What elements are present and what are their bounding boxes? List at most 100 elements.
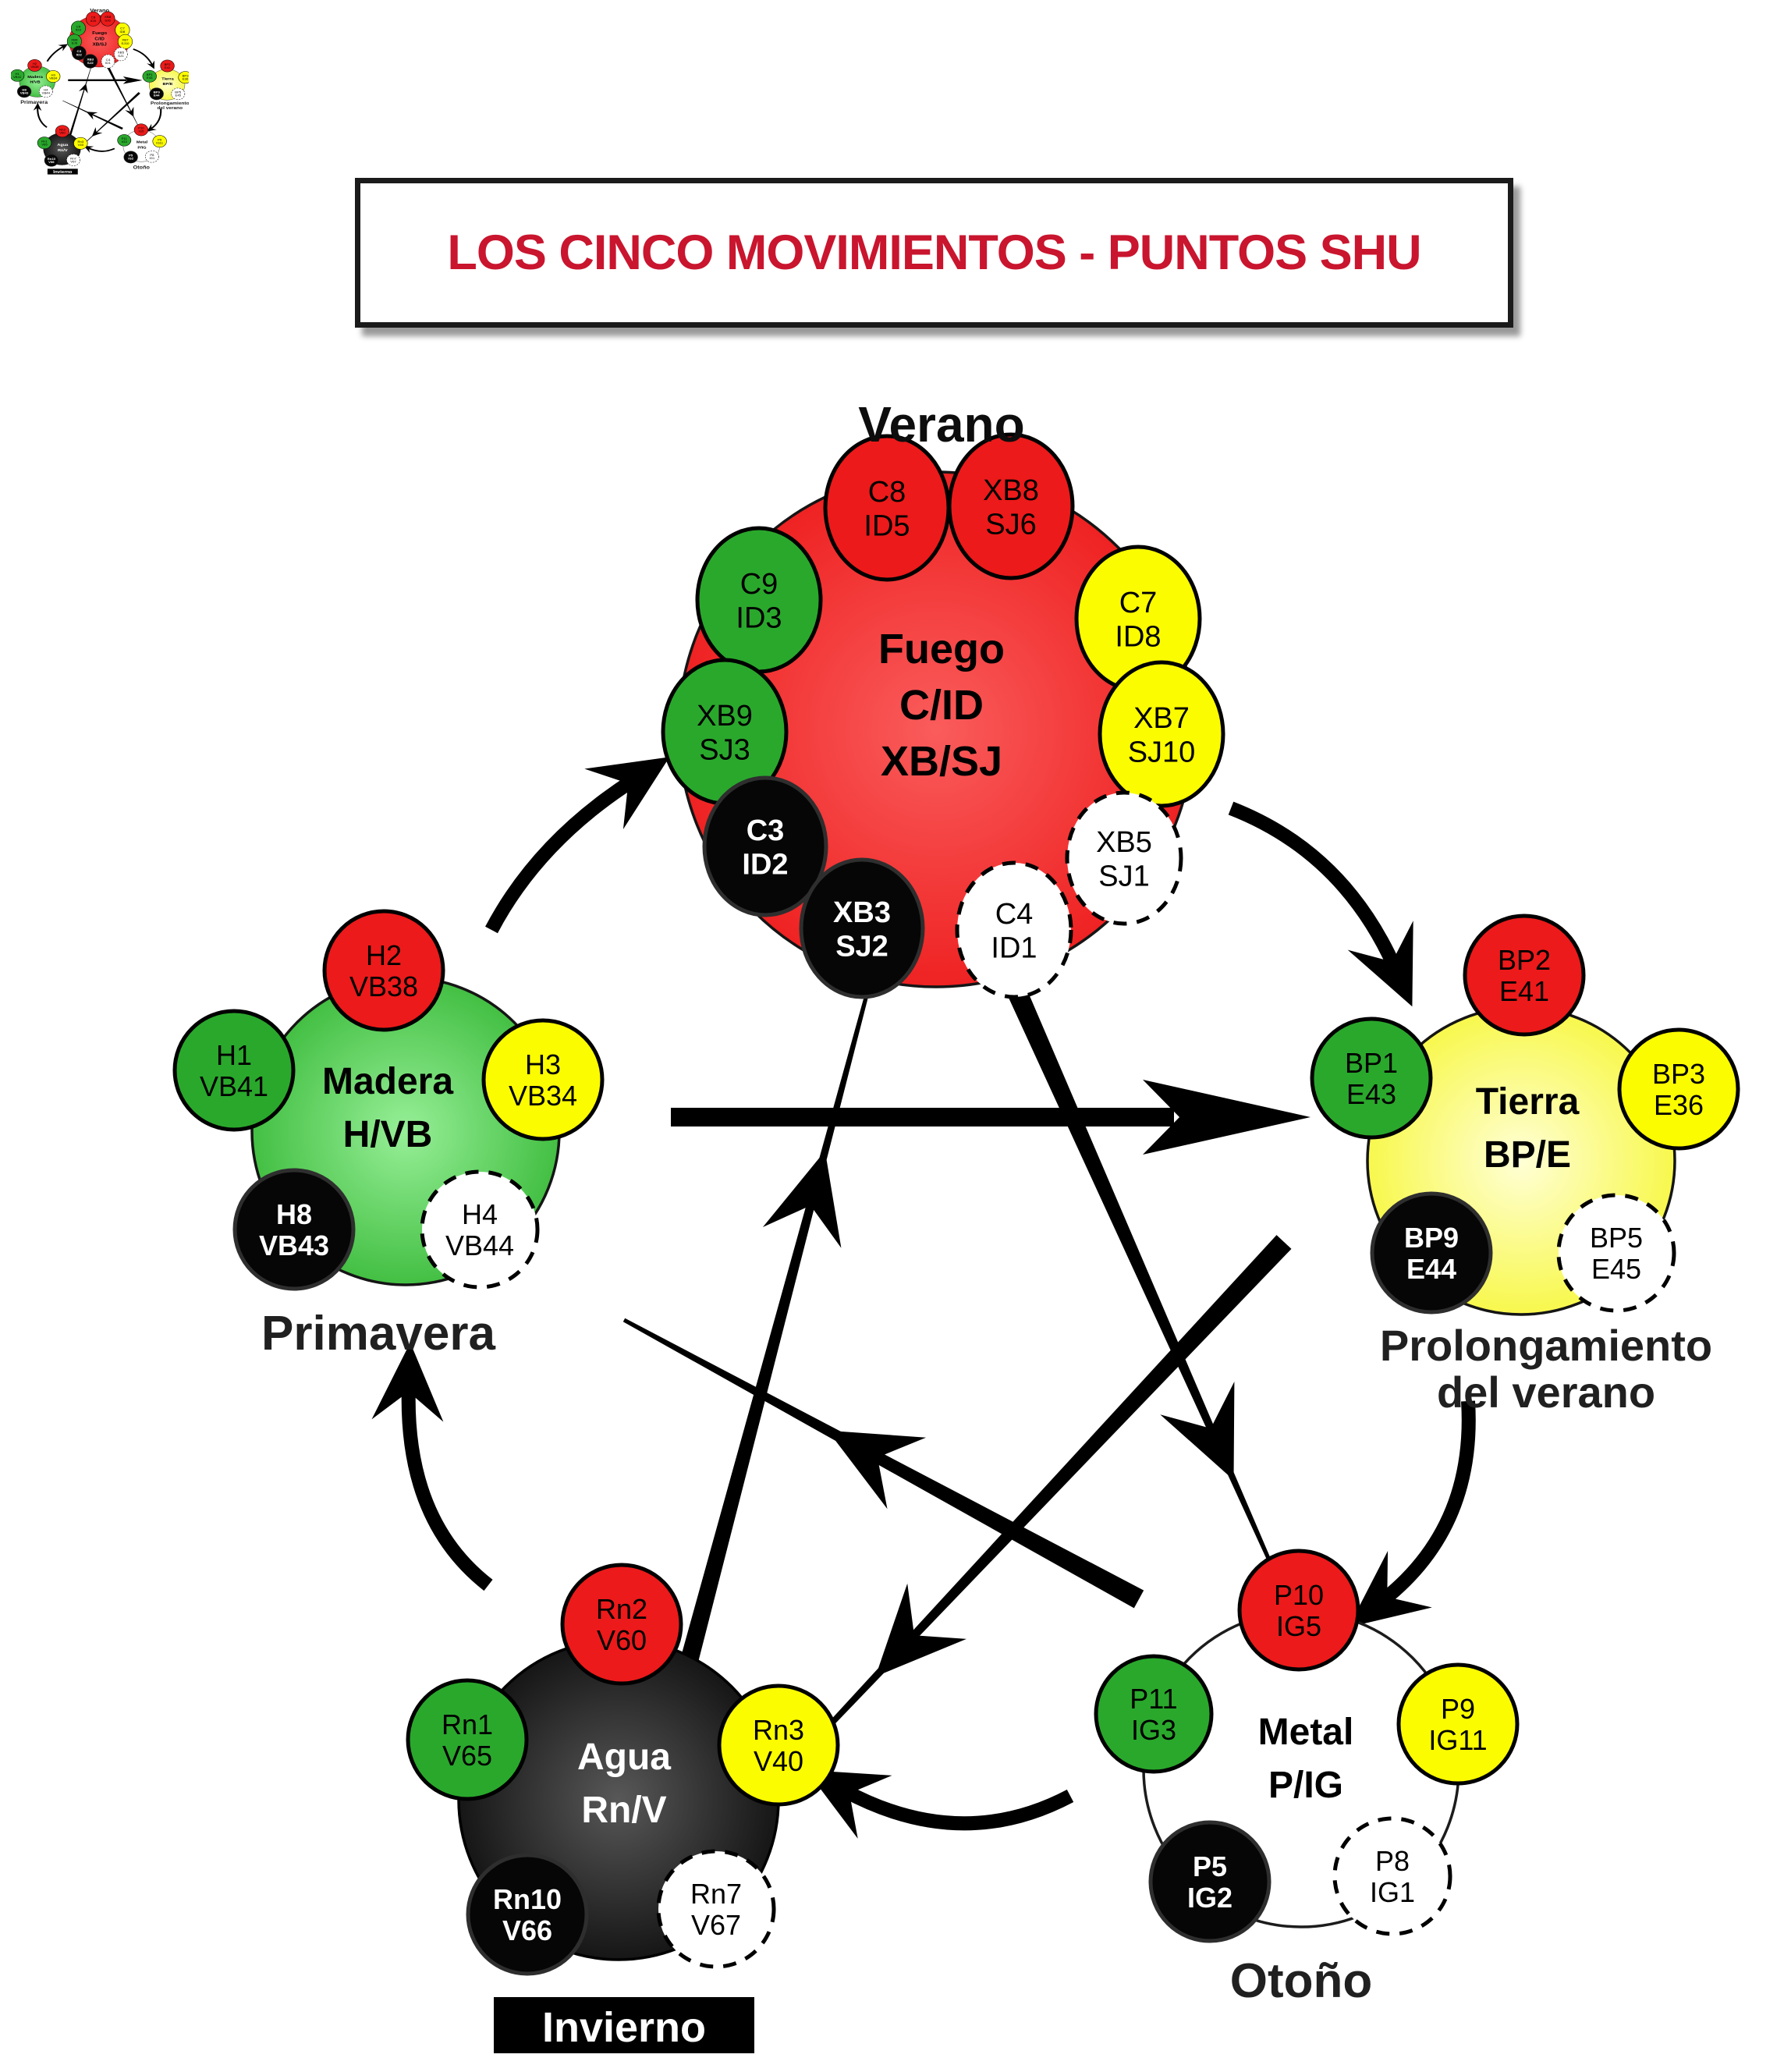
element-label-fuego: C/ID <box>899 682 984 729</box>
node-label-top: C7 <box>1119 587 1158 619</box>
node-label-bottom: IG5 <box>139 130 145 133</box>
node-label-bottom: IG11 <box>156 141 163 145</box>
season-label-tierra: Prolongamiento <box>151 101 189 106</box>
node-circle <box>420 1169 540 1290</box>
generation-arrow-agua-to-madera <box>33 102 48 128</box>
node-circle <box>1148 1820 1271 1943</box>
node-label-bottom: V40 <box>78 143 84 147</box>
generation-arrow-shaft <box>150 108 162 130</box>
season-box-agua <box>47 169 78 175</box>
control-arrow-shaft <box>651 988 871 1768</box>
node-label-bottom: E36 <box>183 77 188 81</box>
node-circle <box>11 69 25 82</box>
node-label-top: XB9 <box>697 700 753 733</box>
node-label-top: C9 <box>76 25 81 29</box>
node-label-bottom: SJ2 <box>87 61 94 65</box>
generation-arrow-tierra-to-metal <box>1348 1400 1476 1627</box>
node-label-bottom: SJ10 <box>1128 736 1196 768</box>
node-label-top: Rn2 <box>596 1593 647 1625</box>
node-label-top: Rn10 <box>493 1883 562 1915</box>
node-label-top: BP9 <box>1404 1222 1459 1254</box>
node-circle <box>142 69 157 83</box>
node-label-top: XB9 <box>71 38 78 42</box>
node-label-top: XB7 <box>1133 702 1190 735</box>
node-label-bottom: IG2 <box>128 157 134 161</box>
node-label-top: C3 <box>77 49 82 53</box>
node-label-bottom: V65 <box>442 1740 492 1772</box>
node-label-bottom: IG5 <box>1276 1610 1321 1642</box>
control-arrow-metal-to-madera <box>622 1318 1144 1609</box>
node-label-bottom: IG2 <box>1187 1882 1232 1914</box>
node-label-bottom: V67 <box>691 1909 741 1941</box>
node-circle <box>656 1849 776 1969</box>
node-circle <box>232 1168 356 1291</box>
element-agua: AguaRn/VRn2V60Rn1V65Rn3V40Rn10V66Rn7V67I… <box>37 125 88 175</box>
control-arrowhead-icon <box>91 126 103 137</box>
control-arrow-fuego-to-metal <box>1005 981 1272 1563</box>
control-arrow-agua-to-fuego <box>651 988 871 1768</box>
node-label-top: P10 <box>138 126 144 130</box>
element-label-fuego: Fuego <box>92 32 107 37</box>
node-label-top: H2 <box>366 939 402 971</box>
season-label-agua: Invierno <box>53 170 73 175</box>
node-label-bottom: IG1 <box>150 156 155 160</box>
node-circle <box>955 860 1073 999</box>
node-label-bottom: VB43 <box>259 1229 329 1261</box>
control-arrow-tierra-to-agua <box>79 92 140 148</box>
element-label-madera: H/VB <box>30 80 41 85</box>
node-circle <box>149 87 164 101</box>
node-label-bottom: VB38 <box>349 970 418 1002</box>
generation-arrow-madera-to-fuego <box>485 757 670 934</box>
node-label-top: BP5 <box>175 90 182 94</box>
node-label-bottom: SJ10 <box>121 41 129 45</box>
control-arrow-shaft <box>622 1318 1144 1609</box>
node-label-top: P8 <box>1375 1845 1410 1877</box>
node-circle <box>73 137 88 150</box>
node-label-bottom: E43 <box>147 76 152 80</box>
node-label-top: BP3 <box>183 74 189 78</box>
node-label-top: C3 <box>747 814 785 847</box>
node-circle <box>1463 914 1586 1037</box>
node-circle <box>1065 790 1183 926</box>
node-circle <box>160 59 175 73</box>
node-label-bottom: E45 <box>176 94 182 98</box>
node-label-top: XB5 <box>1096 826 1152 859</box>
node-circle <box>178 71 189 84</box>
node-label-top: BP1 <box>1345 1047 1398 1079</box>
element-tierra: TierraBP/EBP2E41BP1E43BP3E36BP9E44BP5E45… <box>1310 914 1740 1417</box>
season-label-tierra: del verano <box>158 106 183 111</box>
element-label-fuego: XB/SJ <box>93 43 107 48</box>
element-madera: MaderaH/VBH2VB38H1VB41H3VB34H8VB43H4VB44… <box>172 909 605 1361</box>
node-label-bottom: E45 <box>1591 1253 1641 1285</box>
node-label-bottom: E44 <box>1406 1253 1456 1285</box>
node-circle <box>27 59 42 72</box>
node-circle <box>406 1678 529 1801</box>
node-label-bottom: IG1 <box>1370 1876 1415 1908</box>
node-label-top: XB3 <box>833 896 891 929</box>
node-circle <box>799 857 925 999</box>
page-title: LOS CINCO MOVIMIENTOS - PUNTOS SHU <box>447 225 1421 280</box>
generation-arrowhead-icon <box>1347 921 1413 1007</box>
node-label-top: C8 <box>868 476 906 509</box>
control-arrowhead-icon <box>122 76 143 84</box>
node-label-bottom: VB44 <box>445 1229 514 1261</box>
node-circle <box>1370 1191 1493 1315</box>
node-label-bottom: VB44 <box>42 91 51 95</box>
season-label-tierra: del verano <box>1437 1368 1655 1417</box>
generation-arrow-fuego-to-tierra <box>133 48 154 69</box>
element-label-agua: Agua <box>57 143 68 147</box>
node-label-top: P10 <box>1274 1579 1324 1611</box>
node-circle <box>1617 1027 1740 1151</box>
